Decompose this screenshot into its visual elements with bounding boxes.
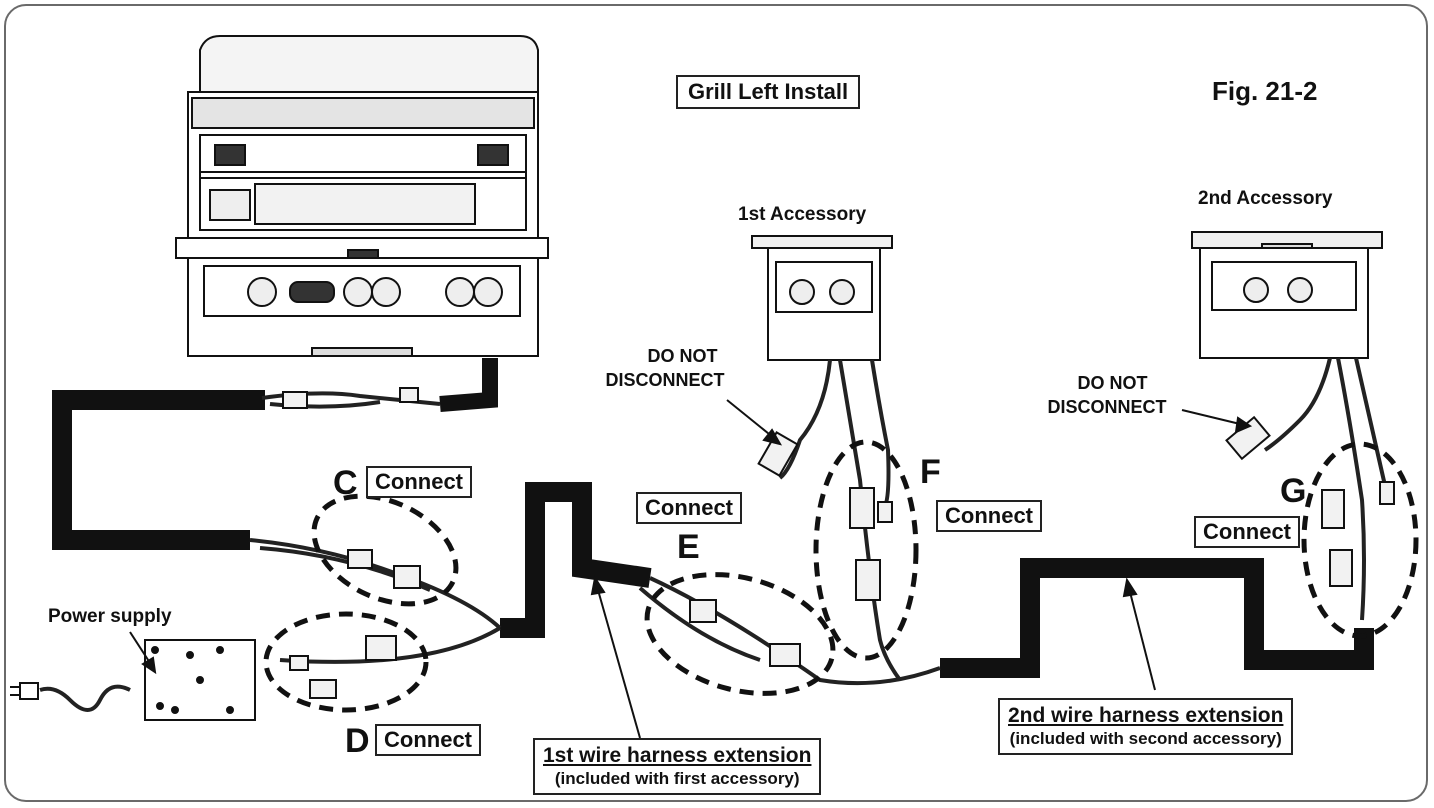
connection-letter-c: C — [333, 464, 358, 502]
second-warning-line2: DISCONNECT — [1047, 397, 1167, 417]
connector-plugs — [282, 387, 1395, 699]
first-warning-line1: DO NOT — [647, 346, 718, 366]
first-extension-note: (included with first accessory) — [554, 769, 800, 788]
second-extension-title: 2nd wire harness extension — [1008, 704, 1284, 727]
first-warning-line2: DISCONNECT — [605, 370, 725, 390]
first-extension-callout: 1st wire harness extension (included wit… — [533, 738, 822, 795]
connection-label-f: Connect — [936, 500, 1042, 532]
connection-letter-d: D — [345, 722, 370, 760]
power-supply-label: Power supply — [48, 606, 172, 627]
wire-harness-cables — [52, 358, 1374, 678]
second-warning-line1: DO NOT — [1077, 373, 1148, 393]
connection-highlights — [263, 439, 1419, 713]
grill-illustration — [175, 35, 549, 357]
connection-letter-f: F — [920, 453, 941, 491]
connection-label-g: Connect — [1194, 516, 1300, 548]
figure-frame — [4, 4, 1428, 802]
diagram-title: Grill Left Install — [676, 75, 861, 109]
connection-label-e: Connect — [636, 492, 742, 524]
second-extension-note: (included with second accessory) — [1009, 729, 1282, 748]
leader-arrows — [129, 399, 1253, 739]
first-accessory-illustration — [751, 235, 893, 361]
connection-label-c: Connect — [366, 466, 472, 498]
connection-label-d: Connect — [375, 724, 481, 756]
first-accessory-label: 1st Accessory — [738, 204, 867, 225]
second-extension-callout: 2nd wire harness extension (included wit… — [998, 698, 1294, 755]
connection-letter-g: G — [1280, 472, 1307, 510]
figure-number: Fig. 21-2 — [1212, 76, 1318, 106]
second-accessory-illustration — [1191, 231, 1383, 359]
connection-letter-e: E — [677, 528, 700, 566]
power-supply-box — [10, 639, 256, 721]
second-accessory-label: 2nd Accessory — [1198, 188, 1333, 209]
first-extension-title: 1st wire harness extension — [543, 744, 812, 767]
